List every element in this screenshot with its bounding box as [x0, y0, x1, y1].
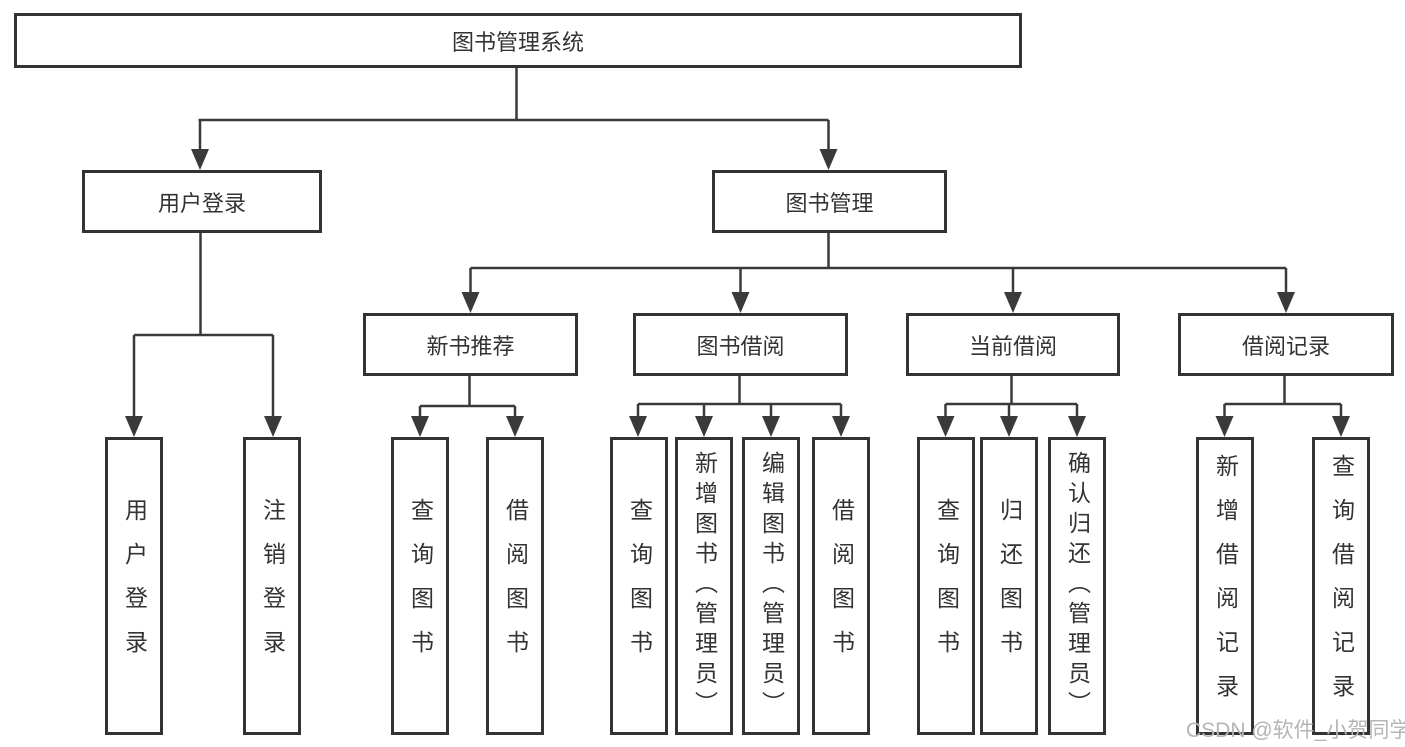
leaf-label: 确认归还（管理员）	[1064, 451, 1091, 721]
leaf-logout: 注销登录	[243, 437, 301, 735]
node-root-system: 图书管理系统	[14, 13, 1022, 68]
leaf-add-borrow-record: 新增借阅记录	[1196, 437, 1254, 735]
leaf-add-books-admin: 新增图书（管理员）	[675, 437, 733, 735]
node-book-borrowing: 图书借阅	[633, 313, 848, 376]
node-current-borrowing: 当前借阅	[906, 313, 1120, 376]
leaf-label: 归还图书	[996, 498, 1023, 674]
csdn-watermark: CSDN @软件_小贺同学	[1186, 719, 1405, 742]
leaf-label: 查询图书	[626, 498, 653, 674]
leaf-label: 新增图书（管理员）	[691, 451, 718, 721]
leaf-label: 注销登录	[259, 498, 286, 674]
leaf-borrow-books-recommend: 借阅图书	[486, 437, 544, 735]
leaf-label: 借阅图书	[828, 498, 855, 674]
leaf-label: 用户登录	[121, 498, 148, 674]
leaf-query-books-recommend: 查询图书	[391, 437, 449, 735]
leaf-return-books: 归还图书	[980, 437, 1038, 735]
leaf-label: 编辑图书（管理员）	[758, 451, 785, 721]
leaf-label: 借阅图书	[502, 498, 529, 674]
leaf-label: 新增借阅记录	[1212, 454, 1239, 718]
leaf-query-books-current: 查询图书	[917, 437, 975, 735]
node-user-login: 用户登录	[82, 170, 322, 233]
leaf-user-login: 用户登录	[105, 437, 163, 735]
leaf-label: 查询借阅记录	[1328, 454, 1355, 718]
leaf-confirm-return-admin: 确认归还（管理员）	[1048, 437, 1106, 735]
node-book-management: 图书管理	[712, 170, 947, 233]
leaf-borrow-books: 借阅图书	[812, 437, 870, 735]
arrowheads	[125, 149, 1350, 437]
node-new-book-recommend: 新书推荐	[363, 313, 578, 376]
node-borrowing-records: 借阅记录	[1178, 313, 1394, 376]
leaf-query-borrow-record: 查询借阅记录	[1312, 437, 1370, 735]
leaf-label: 查询图书	[933, 498, 960, 674]
leaf-query-books-borrow: 查询图书	[610, 437, 668, 735]
leaf-label: 查询图书	[407, 498, 434, 674]
leaf-edit-books-admin: 编辑图书（管理员）	[742, 437, 800, 735]
